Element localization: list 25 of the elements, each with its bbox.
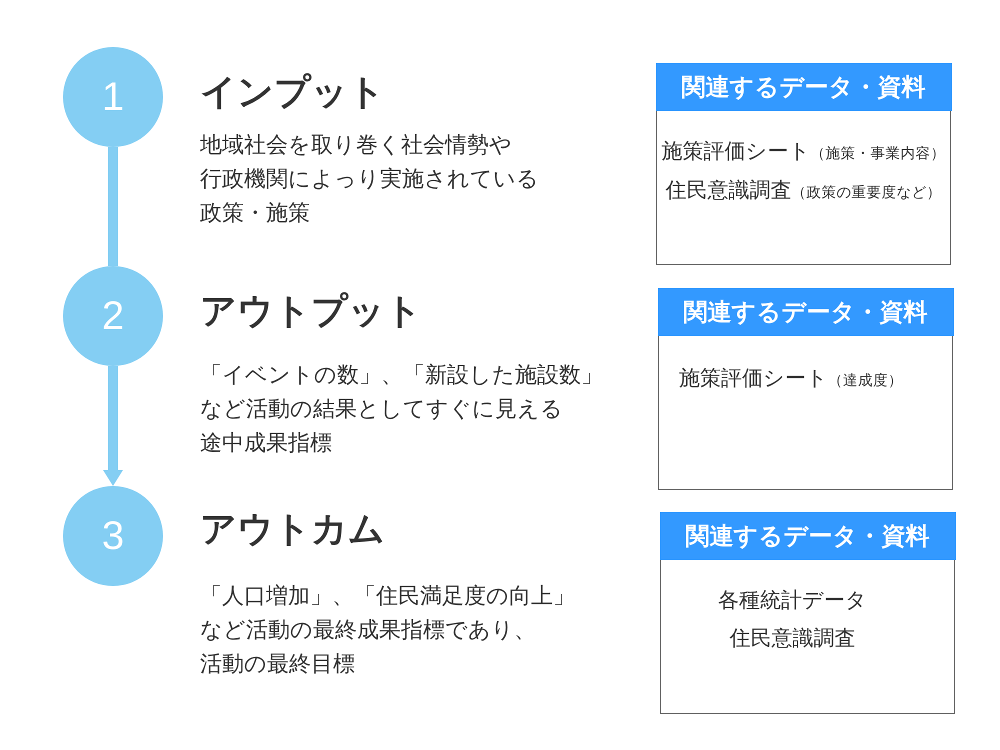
step-description: 「イベントの数」、「新設した施設数」など活動の結果としてすぐに見える途中成果指標 xyxy=(200,362,603,458)
data-source-name: 各種統計データ xyxy=(718,588,867,612)
step-description: 「人口増加」、「住民満足度の向上」など活動の最終成果指標であり、活動の最終目標 xyxy=(200,583,575,679)
step-title: インプット xyxy=(200,71,385,115)
panel-header: 関連するデータ・資料 xyxy=(656,62,952,110)
panel-header: 関連するデータ・資料 xyxy=(660,512,956,560)
step-title: アウトカム xyxy=(200,508,385,552)
data-source-note: （達成度） xyxy=(828,372,903,388)
step-number-circle: 2 xyxy=(63,266,163,366)
step-title: アウトプット xyxy=(200,290,422,334)
step-description: 地域社会を取り巻く社会情勢や行政機関によっり実施されている政策・施策 xyxy=(200,132,539,228)
data-source-name: 施策評価シート xyxy=(679,366,828,390)
panel-header: 関連するデータ・資料 xyxy=(658,288,954,336)
data-panel xyxy=(660,512,955,714)
arrow xyxy=(103,366,123,486)
data-source-name: 住民意識調査 xyxy=(730,626,856,650)
data-source-name: 施策評価シート xyxy=(662,138,810,162)
data-source-name: 住民意識調査 xyxy=(666,178,792,202)
data-source-note: （施策・事業内容） xyxy=(810,146,946,162)
data-panel xyxy=(658,288,953,490)
step-number-circle: 3 xyxy=(63,486,163,586)
step-number-circle: 1 xyxy=(63,47,163,147)
connector-line xyxy=(108,147,118,266)
data-panel xyxy=(656,63,951,265)
data-source-note: （政策の重要度など） xyxy=(792,184,942,200)
